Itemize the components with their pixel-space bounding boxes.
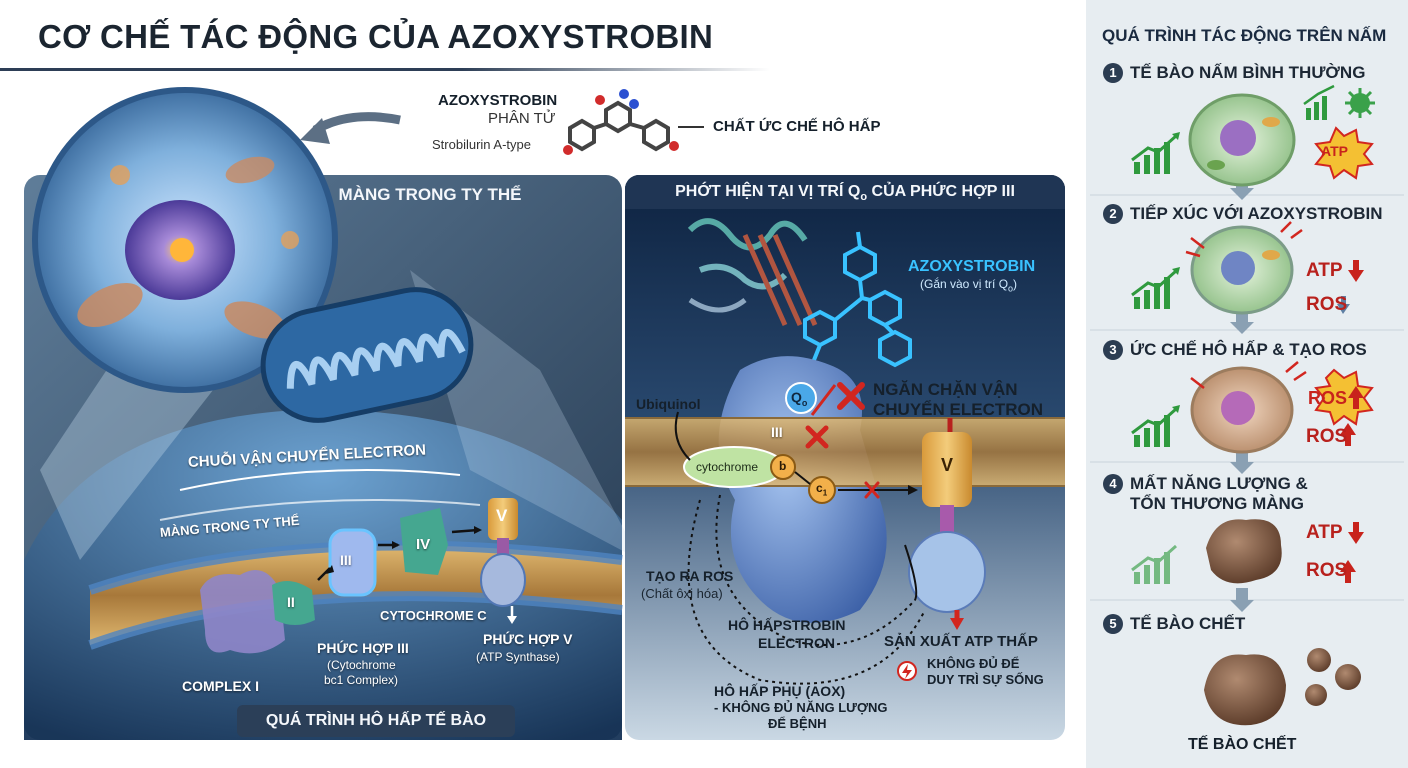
- complex-iv-label: IV: [416, 536, 431, 553]
- process-panel-title: QUÁ TRÌNH TÁC ĐỘNG TRÊN NẤM: [1102, 26, 1387, 45]
- azoxy-sub: (Gắn vào vị trí Qo): [920, 277, 1018, 294]
- center-banner-sub: o: [860, 191, 868, 204]
- complex-v-sub: (ATP Synthase): [476, 650, 560, 664]
- step-4-title-line2: TỔN THƯƠNG MÀNG: [1130, 494, 1305, 513]
- step-2-ind1: ATP: [1306, 260, 1343, 281]
- molecule-role: CHẤT ỨC CHẾ HÔ HẤP: [713, 118, 881, 135]
- complex-i-label: COMPLEX I: [182, 678, 260, 694]
- complex-iii-sub1: (Cytochrome: [327, 658, 396, 672]
- step-3-ind1: ROS: [1308, 388, 1348, 408]
- center-banner: PHỚT HIỆN TẠI VỊ TRÍ Qo CỦA PHỨC HỢP III: [625, 177, 1065, 207]
- cross-icon: [837, 382, 865, 410]
- step-3-number: 3: [1103, 340, 1123, 360]
- shrivelled-cell: [1206, 519, 1282, 584]
- qo-site: [785, 382, 817, 414]
- step-5-title: TẾ BÀO CHẾT: [1130, 614, 1246, 633]
- center-banner-bg: [625, 175, 1065, 209]
- azoxy-label: AZOXYSTROBIN: [908, 258, 1036, 275]
- bottom-banner-bg: [237, 705, 515, 737]
- bottom-banner: QUÁ TRÌNH HÔ HẤP TẾ BÀO: [265, 712, 487, 729]
- ros-line1: TẠO RA ROS: [646, 568, 734, 584]
- virus-icon: [1345, 88, 1375, 118]
- down-arrow-icon: [950, 618, 964, 630]
- block-line2: CHUYỂN ELECTRON: [873, 400, 1044, 419]
- step-3-title: ỨC CHẾ HÔ HẤP & TẠO ROS: [1130, 340, 1367, 359]
- growth-chart-icon: [1131, 132, 1180, 174]
- complex-v-head: [488, 498, 518, 540]
- complex-iii-title: PHỨC HỢP III: [317, 640, 409, 656]
- complex-v-center: [922, 432, 972, 507]
- step-4-title-line1: MẤT NĂNG LƯỢNG &: [1130, 474, 1308, 493]
- molecule-structure: [563, 89, 679, 155]
- step-3-ind2: ROS: [1306, 426, 1348, 447]
- title-underline: [0, 68, 770, 71]
- step-1-atp-badge: ATP: [1321, 143, 1348, 159]
- step-4-ind2: ROS: [1306, 560, 1348, 581]
- ros-line2: (Chất ôxi hóa): [641, 586, 723, 601]
- step-2-title: TIẾP XÚC VỚI AZOXYSTROBIN: [1130, 204, 1383, 223]
- process-art: [1090, 84, 1404, 726]
- step-2-ind2: ROS: [1306, 294, 1348, 315]
- complex-iii-roman: III: [340, 552, 352, 568]
- complex-ii: [272, 581, 315, 625]
- center-complex-v: V: [941, 455, 954, 475]
- hh-line1: HÔ HẤPSTROBIN: [728, 617, 846, 633]
- hh-line2: ELECTRON: [758, 635, 835, 651]
- complex-ii-label: II: [287, 594, 295, 610]
- complex-i: [200, 570, 285, 654]
- center-banner-post: CỦA PHỨC HỢP III: [867, 183, 1015, 200]
- aox-line2: - KHÔNG ĐỦ NĂNG LƯỢNG: [714, 700, 888, 715]
- atp-burst-icon: [1314, 126, 1374, 180]
- cytochrome-label: cytochrome: [696, 460, 759, 474]
- b-label: b: [779, 459, 787, 473]
- mitochondrion: [260, 287, 474, 423]
- left-banner: MÀNG TRONG TY THỂ: [338, 185, 522, 204]
- cytochrome-b-node: [770, 454, 796, 480]
- aox-line3: ĐỂ BỆNH: [768, 716, 827, 731]
- molecule-name: AZOXYSTROBIN: [438, 92, 558, 109]
- arrow-icon: [312, 112, 401, 134]
- cytochrome-c-label: CYTOCHROME C: [380, 608, 487, 623]
- step-1-title: TẾ BÀO NẤM BÌNH THƯỜNG: [1130, 63, 1366, 82]
- page-title: CƠ CHẾ TÁC ĐỘNG CỦA AZOXYSTROBIN: [38, 18, 714, 55]
- up-arrow-icon: [1340, 386, 1364, 583]
- complex-iii: [328, 528, 377, 597]
- complex-v-roman: V: [496, 506, 508, 525]
- complex-iii-sub2: bc1 Complex): [324, 673, 399, 687]
- illustration-canvas: [24, 87, 1065, 740]
- atp-low-sub1: KHÔNG ĐỦ ĐỂ: [927, 656, 1020, 671]
- step-5-caption: TẾ BÀO CHẾT: [1188, 736, 1297, 753]
- molecule-type: Strobilurin A-type: [432, 137, 531, 152]
- step-4-ind1: ATP: [1306, 522, 1343, 543]
- qo-label: Qo: [791, 389, 808, 408]
- molecule-subtitle: PHÂN TỬ: [488, 110, 556, 127]
- step-1-number: 1: [1103, 63, 1123, 83]
- complex-v-title: PHỨC HỢP V: [483, 631, 573, 647]
- block-line1: NGĂN CHẶN VẬN: [873, 380, 1018, 399]
- protein-ribbon: [687, 218, 818, 327]
- dead-cell: [1204, 654, 1286, 726]
- cytochrome-c1-node: [808, 476, 836, 504]
- step-5-number: 5: [1103, 614, 1123, 634]
- down-arrow-icon: [1348, 260, 1364, 544]
- molecule-role-connector: [678, 126, 704, 128]
- c1-label: c1: [816, 481, 828, 498]
- center-complex-iii: III: [771, 424, 783, 440]
- aox-line1: HÔ HẤP PHỤ (AOX): [714, 683, 846, 699]
- atp-low-title: SẢN XUẤT ATP THẤP: [884, 633, 1038, 650]
- azoxystrobin-molecule: [803, 231, 912, 371]
- atp-low-sub2: DUY TRÌ SỰ SỐNG: [927, 672, 1044, 687]
- ubiquinol-label: Ubiquinol: [636, 396, 701, 412]
- step-4-number: 4: [1103, 474, 1123, 494]
- complex-iv: [400, 508, 448, 575]
- center-banner-main: PHỚT HIỆN TẠI VỊ TRÍ Q: [675, 183, 861, 200]
- step-2-number: 2: [1103, 204, 1123, 224]
